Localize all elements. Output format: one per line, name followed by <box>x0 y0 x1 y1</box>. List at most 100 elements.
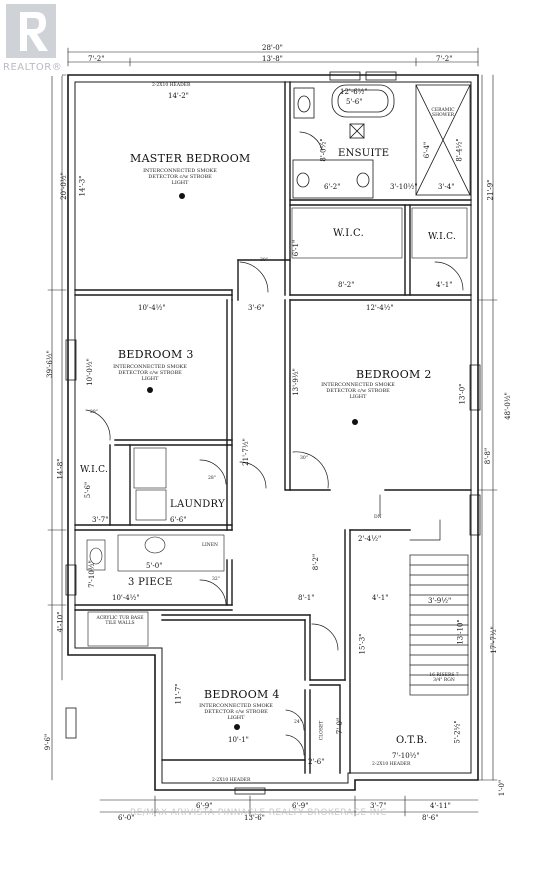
room-label-master-bedroom: MASTER BEDROOM <box>130 152 251 165</box>
door-tag-30a: 30" <box>260 258 268 263</box>
dim-hall-depth: 21'-7½" <box>241 438 250 466</box>
room-label-wic-small: W.I.C. <box>80 465 109 475</box>
room-label-bedroom-4: BEDROOM 4 <box>204 688 280 701</box>
dim-hall-width: 3'-6" <box>248 304 265 312</box>
dim-wic-width: 8'-2" <box>338 281 355 289</box>
dim-right-mid: 8'-8" <box>484 447 493 465</box>
dim-bottom-left: 6'-0" <box>118 814 135 822</box>
room-label-bedroom-2: BEDROOM 2 <box>356 368 432 381</box>
dim-ensuite-d2: 8'-4½" <box>455 138 464 162</box>
dim-left-total: 39'-6½" <box>45 350 54 378</box>
dim-stair-d1: 15'-3" <box>358 633 367 655</box>
dim-stair-w1: 2'-4½" <box>358 535 382 543</box>
dim-master-depth: 14'-3" <box>78 175 87 197</box>
dim-left-low: 9'-6" <box>44 733 53 751</box>
windows <box>65 71 481 795</box>
shower-label: CERAMIC SHOWER <box>431 108 455 118</box>
smoke-note-bedroom-3: INTERCONNECTED SMOKE DETECTOR c/w STROBE… <box>113 364 187 382</box>
dim-wic-small-width: 3'-7" <box>92 516 109 524</box>
realtor-logo: REALTOR® <box>0 0 62 76</box>
dim-bedroom-2-depth-2: 13'-0" <box>458 383 467 405</box>
realtor-r-icon <box>6 4 56 58</box>
stairs <box>379 494 469 696</box>
stairs-down-label: DN <box>374 515 382 520</box>
room-label-3-piece: 3 PIECE <box>128 577 173 588</box>
dim-3-piece-depth: 7'-10½" <box>87 560 96 588</box>
door-tag-28b: 28" <box>208 476 216 481</box>
smoke-note-bedroom-2: INTERCONNECTED SMOKE DETECTOR c/w STROBE… <box>321 382 395 400</box>
dim-ensuite-w2: 5'-6" <box>346 98 363 106</box>
closet-label: CLOSET <box>319 720 325 741</box>
dim-stair-w2: 4'-1" <box>372 594 389 602</box>
dim-bottom-e: 13'-6" <box>244 814 265 822</box>
dim-hall-2-width: 8'-1" <box>298 594 315 602</box>
dim-otb-width: 7'-10½" <box>392 752 420 760</box>
dim-bottom-f: 8'-6" <box>422 814 439 822</box>
dim-closet-width: 2'-6" <box>308 758 325 766</box>
dim-3-piece-width: 10'-4½" <box>112 594 140 602</box>
header-top: 2-2X10 HEADER <box>152 83 191 88</box>
dim-linen-width: 5'-0" <box>146 562 163 570</box>
dim-top-total: 28'-0" <box>262 44 283 52</box>
door-swings <box>85 261 464 756</box>
room-label-laundry: LAUNDRY <box>170 499 225 510</box>
dim-bottom-a: 6'-9" <box>196 802 213 810</box>
dim-master-width: 14'-2" <box>168 92 189 100</box>
door-tag-30b: 30" <box>300 456 308 461</box>
dim-hall-2-depth: 8'-2" <box>312 553 321 571</box>
door-tag-32: 32" <box>212 577 220 582</box>
dim-wic-small-depth: 5'-6" <box>84 481 93 499</box>
dim-bedroom-2-depth: 13'-9½" <box>291 368 300 396</box>
interior-walls <box>74 81 472 774</box>
linen-label: LINEN <box>202 543 218 548</box>
dim-bottom-d: 4'-11" <box>430 802 451 810</box>
room-label-wic-right: W.I.C. <box>428 232 457 242</box>
room-label-otb: O.T.B. <box>396 735 428 746</box>
dim-right-low: 1'-0" <box>498 779 507 797</box>
tub-note: ACRYLIC TUB BASE TILE WALLS <box>96 616 144 626</box>
dim-top-right: 7'-2" <box>436 55 453 63</box>
dim-bottom-b: 6'-9" <box>292 802 309 810</box>
brokerage-watermark: RE/MAX ARIVISTA PINNACLE REALTY BROKERAG… <box>130 808 387 818</box>
dim-left-top: 20'-0½" <box>59 172 68 200</box>
dim-bedroom-2-width: 12'-4½" <box>366 304 394 312</box>
smoke-detector-markers <box>147 193 358 730</box>
dim-top-left: 7'-2" <box>88 55 105 63</box>
door-tag-24: 24" <box>294 720 302 725</box>
dim-stair-w3: 3'-9½" <box>428 597 452 605</box>
dim-ensuite-w3: 6'-2" <box>324 183 341 191</box>
smoke-note-master: INTERCONNECTED SMOKE DETECTOR c/w STROBE… <box>143 168 217 186</box>
dim-otb-depth: 5'-2½" <box>453 720 462 744</box>
realtor-logo-text: REALTOR® <box>3 62 63 73</box>
door-tag-28a: 28" <box>90 410 98 415</box>
dim-ensuite-d1: 6'-4" <box>423 141 432 159</box>
dim-closet-depth: 7'-0" <box>336 717 345 735</box>
dim-wic-depth: 6'-1" <box>292 239 301 257</box>
dim-bottom-c: 3'-7" <box>370 802 387 810</box>
dim-top-mid: 13'-8" <box>262 55 283 63</box>
room-label-ensuite: ENSUITE <box>338 148 390 159</box>
smoke-note-bedroom-4: INTERCONNECTED SMOKE DETECTOR c/w STROBE… <box>199 703 273 721</box>
dim-bedroom-4-width: 10'-1" <box>228 736 249 744</box>
ensuite-fixtures <box>292 84 471 199</box>
stairs-note: 16 RISERS 7 3/4" RGN <box>429 673 459 683</box>
dim-ensuite-w5: 3'-4" <box>438 183 455 191</box>
dim-bedroom-3-depth: 10'-0½" <box>85 358 94 386</box>
dim-ensuite-w4: 3'-10½" <box>390 183 418 191</box>
dim-stair-d2: 13'-10" <box>456 619 465 645</box>
header-otb: 2-2X10 HEADER <box>372 762 411 767</box>
dim-right-top: 21'-9" <box>486 179 495 201</box>
dim-left-bottom: 4'-10" <box>56 611 65 633</box>
dim-bedroom-4-depth: 11'-7" <box>174 683 183 705</box>
dim-ensuite-w1: 12'-6½" <box>340 88 368 96</box>
room-label-bedroom-3: BEDROOM 3 <box>118 348 194 361</box>
exterior-walls <box>67 74 479 791</box>
room-label-wic-left: W.I.C. <box>333 228 365 239</box>
dim-right-bottom: 17'-7½" <box>489 626 498 654</box>
closet-shelves <box>86 207 468 647</box>
dim-bedroom-3-width: 10'-4½" <box>138 304 166 312</box>
header-bottom: 2-2X10 HEADER <box>212 778 251 783</box>
dim-left-mid: 14'-8" <box>56 458 65 480</box>
dim-wic-right-width: 4'-1" <box>436 281 453 289</box>
